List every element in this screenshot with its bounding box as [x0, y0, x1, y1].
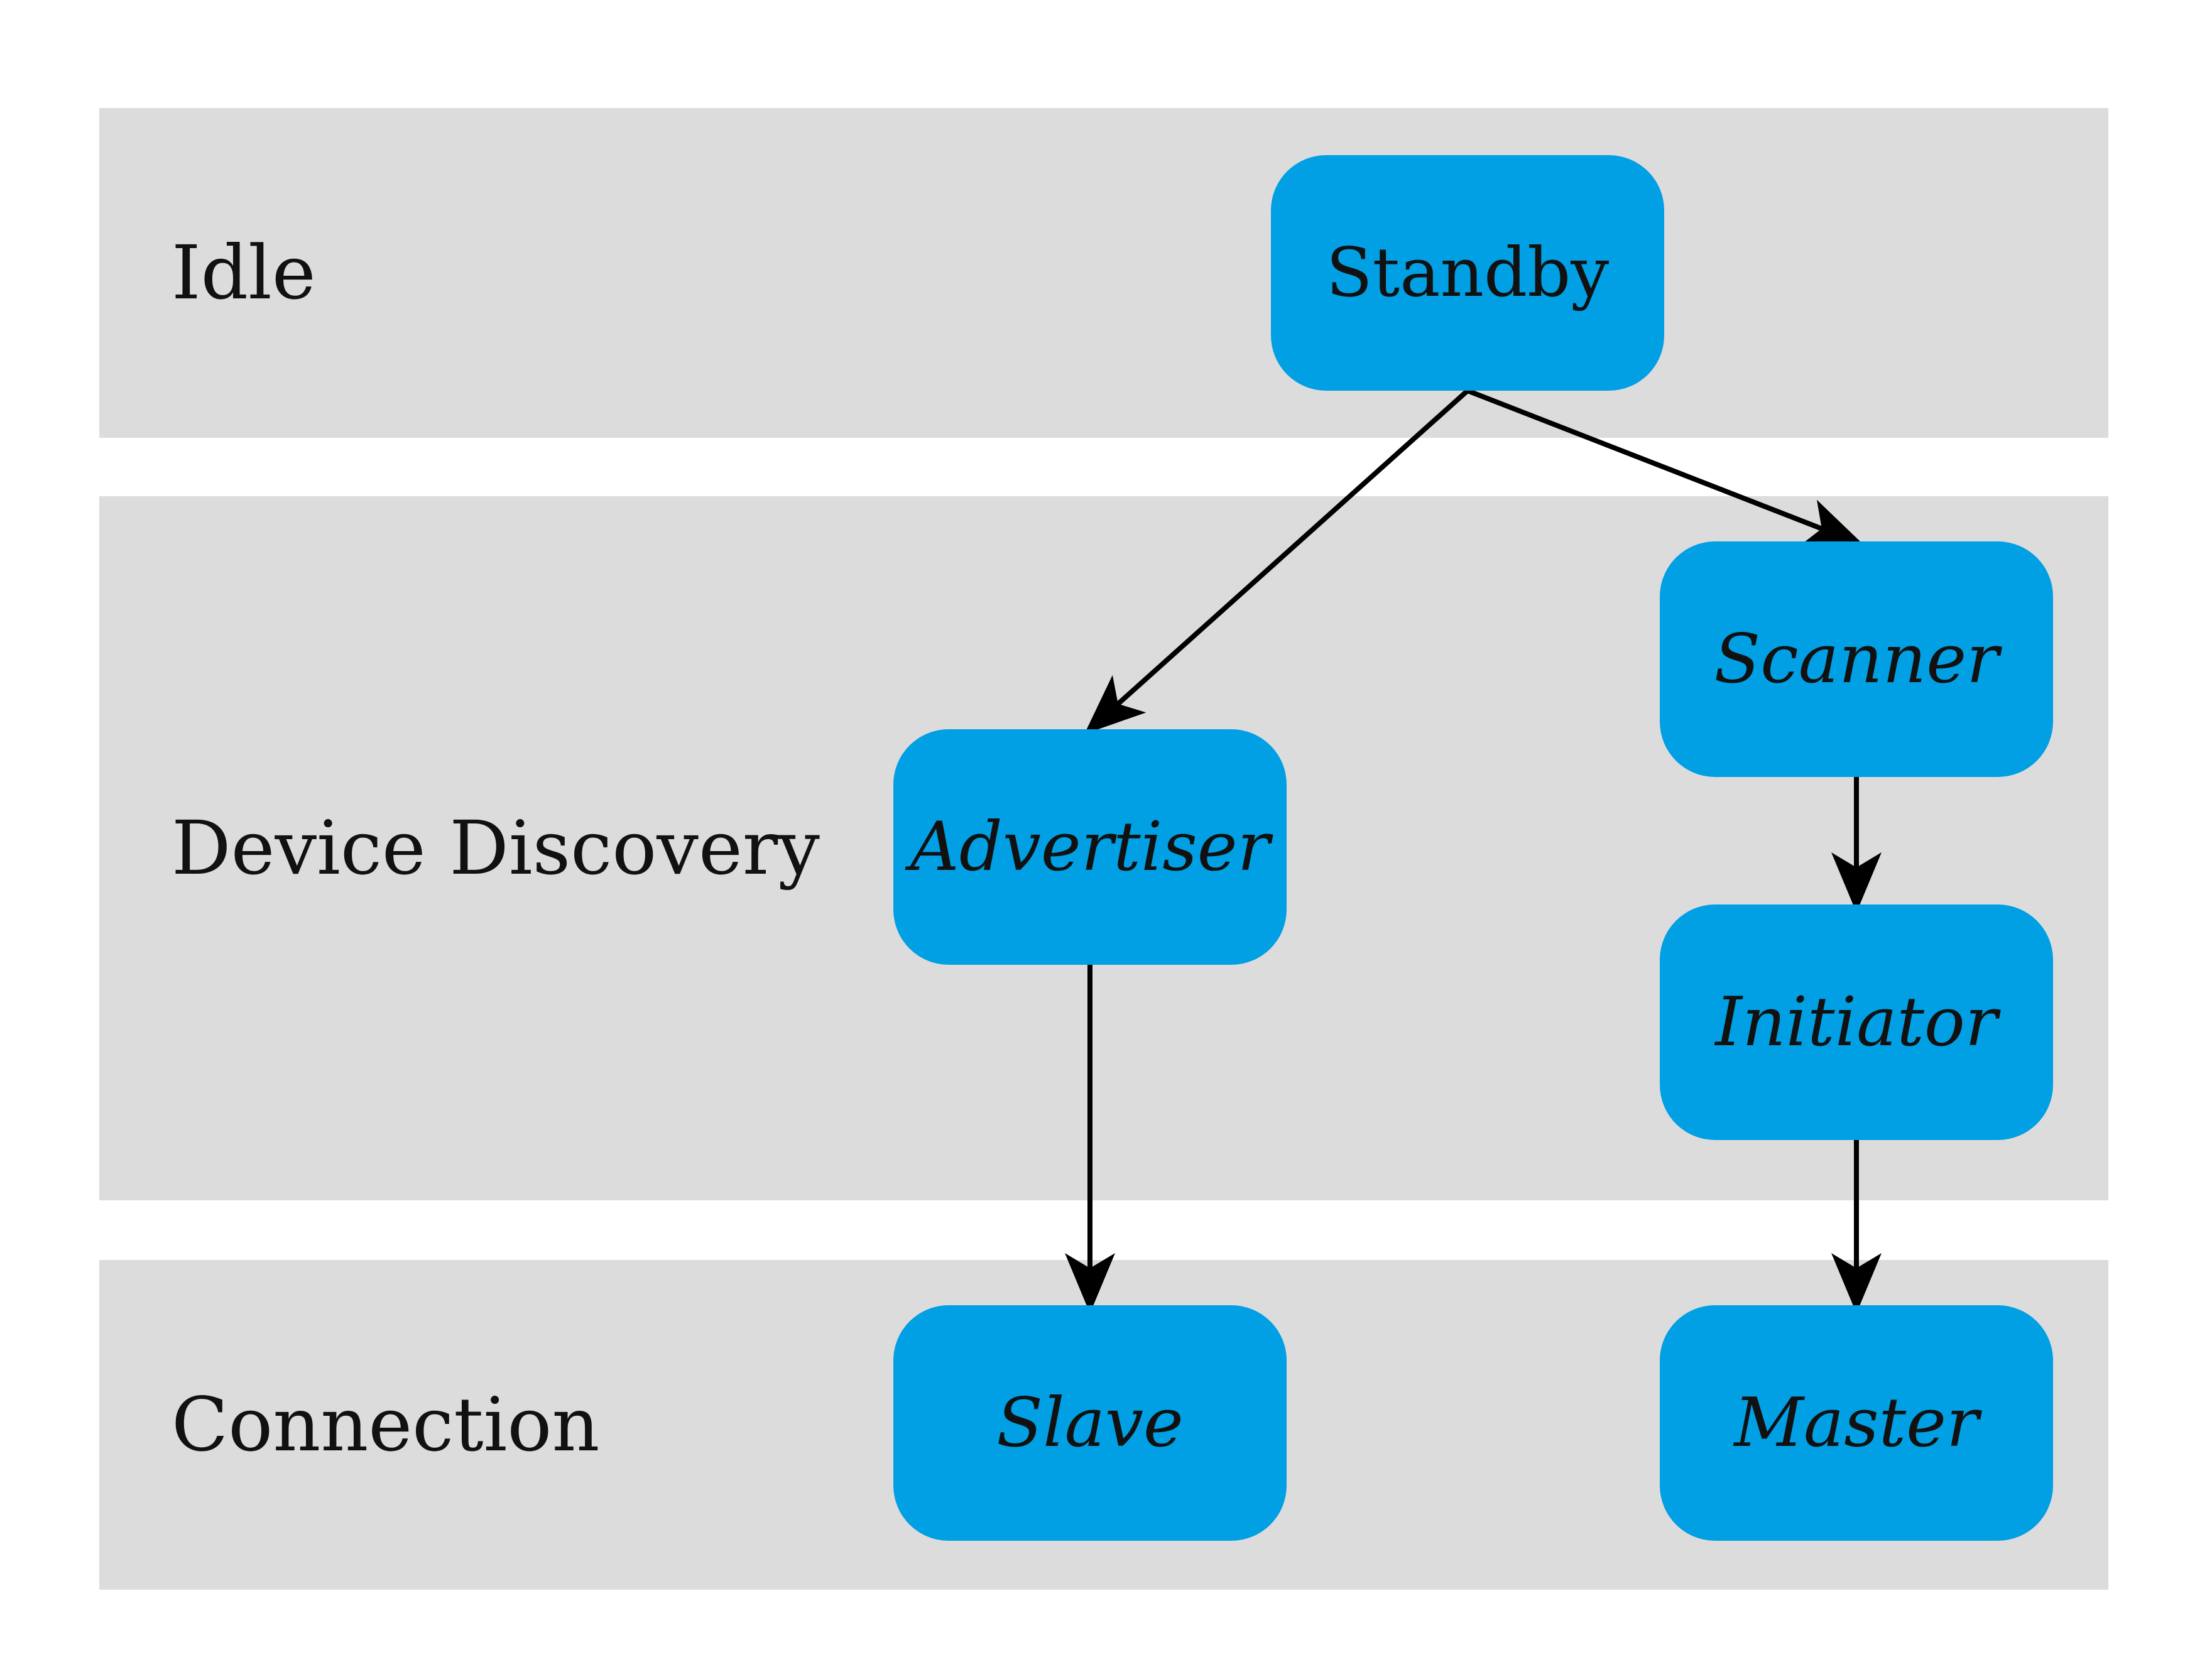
band-label-idle: Idle: [172, 229, 316, 316]
node-scanner-label: Scanner: [1714, 620, 1999, 698]
band-idle: [99, 108, 2108, 438]
node-scanner: Scanner: [1660, 541, 2053, 777]
node-master-label: Master: [1734, 1384, 1979, 1462]
node-standby-label: Standby: [1326, 234, 1610, 312]
edge-standby-advertiser: [1084, 389, 1469, 734]
node-initiator-label: Initiator: [1715, 983, 1998, 1062]
node-master: Master: [1660, 1305, 2053, 1541]
node-advertiser: Advertiser: [893, 729, 1287, 965]
band-label-device-discovery: Device Discovery: [172, 805, 820, 891]
node-standby: Standby: [1271, 155, 1664, 391]
edge-standby-scanner: [1466, 388, 1864, 547]
node-initiator: Initiator: [1660, 904, 2053, 1140]
node-slave-label: Slave: [996, 1384, 1184, 1462]
node-advertiser-label: Advertiser: [910, 808, 1270, 886]
band-label-connection: Connection: [172, 1381, 600, 1468]
node-slave: Slave: [893, 1305, 1287, 1541]
